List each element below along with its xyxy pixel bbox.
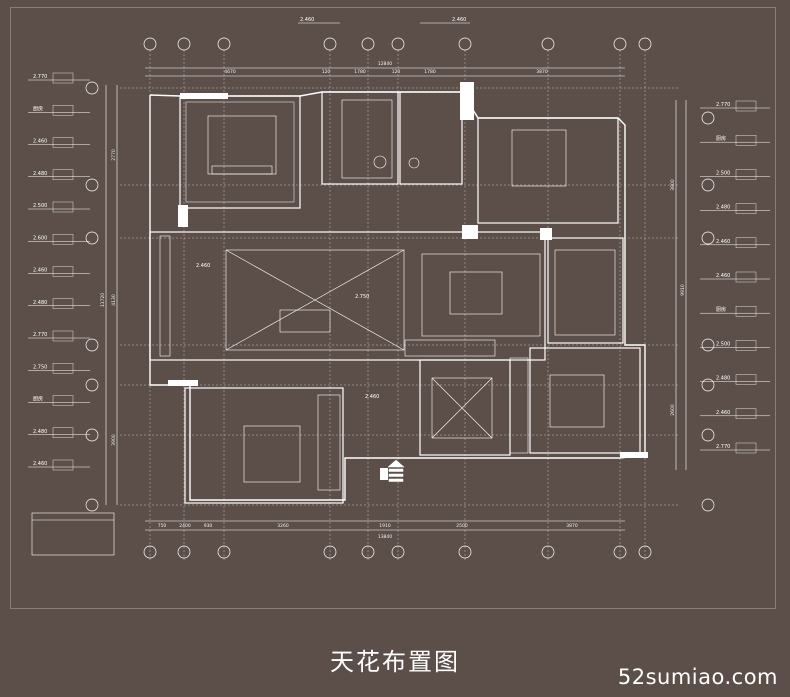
bottom-seg-2: 2400 xyxy=(179,523,191,529)
level-tag: 2.770 xyxy=(33,332,47,338)
level-tag: 2.500 xyxy=(716,170,730,176)
level-box xyxy=(52,427,74,438)
level-box xyxy=(52,72,74,84)
right-lower-dim: 2600 xyxy=(670,404,676,416)
wall-blocks xyxy=(168,82,648,480)
level-box xyxy=(735,203,757,214)
level-tag: 2.750 xyxy=(33,364,47,370)
level-tag: 2.770 xyxy=(716,102,730,108)
level-tag: 2.460 xyxy=(33,268,47,274)
level-box xyxy=(735,237,757,249)
interior-level-tags: 2.460 2.750 2.460 xyxy=(196,263,379,400)
level-box xyxy=(52,266,74,277)
detail-section xyxy=(31,512,115,556)
left-low-dim: 3900 xyxy=(111,434,117,446)
top-seg-4: 120 xyxy=(392,69,401,75)
bottom-seg-5: 1910 xyxy=(379,523,391,529)
level-tag: 2.460 xyxy=(716,239,730,245)
left-level-tags: 2.770 厨房 2.460 2.480 2.500 2.600 2.460 2.480 2.7… xyxy=(28,72,90,471)
drawing-caption: 天花布置图 xyxy=(330,648,460,676)
level-box xyxy=(735,271,757,283)
walls xyxy=(149,91,646,504)
top-seg-3: 1780 xyxy=(354,69,366,75)
watermark: 52sumiao.com xyxy=(617,665,778,689)
level-tag: 厨房 xyxy=(716,306,726,313)
right-upper-dim: 3800 xyxy=(670,179,676,191)
level-box xyxy=(735,408,757,419)
left-mid-dim: 4130 xyxy=(111,294,117,306)
level-tag: 2.500 xyxy=(33,203,47,209)
level-box xyxy=(735,134,757,146)
level-tag: 2.750 xyxy=(355,294,369,300)
bottom-seg-3: 930 xyxy=(204,523,213,529)
level-box xyxy=(735,374,757,385)
level-box xyxy=(52,395,74,406)
level-box xyxy=(735,169,757,180)
level-tag: 厨房 xyxy=(716,135,726,142)
ceiling-plan: 12840 4670 120 1780 120 1780 3870 13840 … xyxy=(28,17,770,560)
bottom-seg-4: 3260 xyxy=(277,523,289,529)
level-tag: 2.460 xyxy=(716,273,730,279)
level-box xyxy=(52,137,74,148)
level-box xyxy=(735,340,757,351)
level-tag: 2.460 xyxy=(300,17,314,23)
level-tag: 厨房 xyxy=(33,105,43,112)
level-tag: 2.460 xyxy=(365,394,379,400)
level-box xyxy=(52,330,74,342)
bottom-seg-1: 750 xyxy=(158,523,167,529)
top-seg-6: 3870 xyxy=(536,69,548,75)
level-tag: 2.480 xyxy=(33,171,47,177)
level-tag: 2.480 xyxy=(33,300,47,306)
right-total-dim: 9910 xyxy=(680,284,686,296)
dimension-labels: 12840 4670 120 1780 120 1780 3870 13840 … xyxy=(100,61,686,540)
level-box xyxy=(735,306,757,317)
level-box xyxy=(52,105,74,116)
top-seg-5: 1780 xyxy=(424,69,436,75)
bottom-seg-7: 3870 xyxy=(566,523,578,529)
level-box xyxy=(735,442,757,454)
level-box xyxy=(52,201,74,213)
left-total-dim: 11720 xyxy=(100,293,106,307)
level-box xyxy=(52,459,74,471)
level-tag: 2.480 xyxy=(716,376,730,382)
level-tag: 2.770 xyxy=(716,444,730,450)
level-tag: 2.480 xyxy=(33,429,47,435)
furniture xyxy=(159,99,616,491)
grid-bubbles xyxy=(85,37,715,559)
level-tag: 2.500 xyxy=(716,341,730,347)
left-upper-dim: 2770 xyxy=(111,149,117,161)
bottom-total-dim: 13840 xyxy=(378,534,392,540)
up-arrow-icon xyxy=(387,459,405,482)
top-seg-1: 4670 xyxy=(224,69,236,75)
level-box xyxy=(52,298,74,309)
level-tag: 厨房 xyxy=(33,396,43,403)
bottom-seg-6: 2500 xyxy=(456,523,468,529)
level-tag: 2.600 xyxy=(33,235,47,241)
top-level-tags: 2.460 2.460 xyxy=(298,17,470,24)
level-tag: 2.460 xyxy=(716,410,730,416)
level-tag: 2.480 xyxy=(716,205,730,211)
level-box xyxy=(52,169,74,180)
level-tag: 2.460 xyxy=(452,17,466,23)
top-seg-2: 120 xyxy=(322,69,331,75)
right-level-tags: 2.770 厨房 2.500 2.480 2.460 2.460 厨房 2.500 2.480 2… xyxy=(700,100,770,454)
level-tag: 2.460 xyxy=(196,263,210,269)
level-tag: 2.460 xyxy=(33,139,47,145)
level-tag: 2.770 xyxy=(33,74,47,80)
level-box xyxy=(52,363,74,374)
top-total-dim: 12840 xyxy=(378,61,392,67)
drawing-frame xyxy=(10,7,776,609)
level-box xyxy=(52,234,74,245)
level-tag: 2.460 xyxy=(33,461,47,467)
level-box xyxy=(735,100,757,112)
